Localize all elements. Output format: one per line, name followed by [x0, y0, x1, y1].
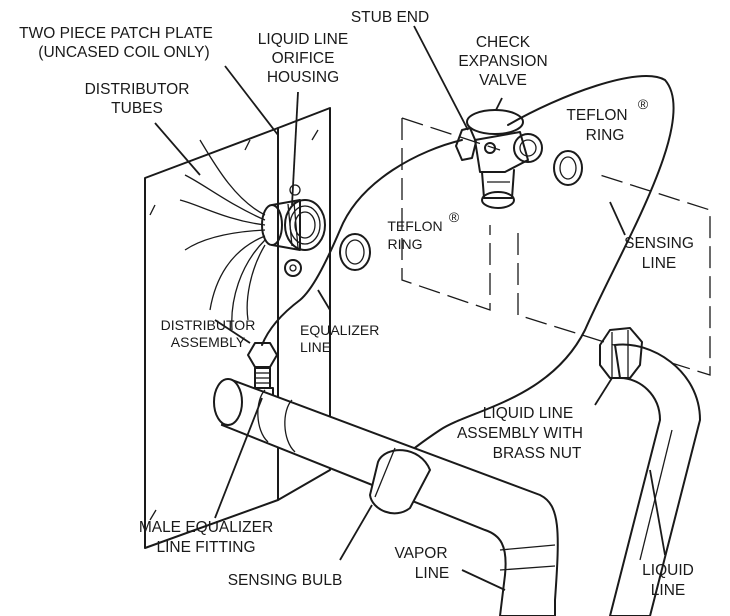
svg-text:SENSING BULB: SENSING BULB: [228, 572, 343, 589]
label-sensing-bulb: SENSING BULB: [228, 572, 343, 589]
svg-text:LIQUID LINE: LIQUID LINE: [258, 31, 348, 48]
svg-text:(UNCASED COIL ONLY): (UNCASED COIL ONLY): [38, 44, 209, 61]
label-orifice-housing: LIQUID LINE ORIFICE HOUSING: [258, 31, 348, 86]
svg-text:LINE: LINE: [415, 565, 449, 582]
svg-text:ASSEMBLY: ASSEMBLY: [171, 334, 246, 350]
svg-text:CHECK: CHECK: [476, 34, 531, 51]
label-stub-end: STUB END: [351, 9, 429, 26]
svg-text:TUBES: TUBES: [111, 100, 163, 117]
svg-text:TEFLON: TEFLON: [387, 218, 442, 234]
equalizer-line: [261, 139, 463, 346]
label-distributor-assembly: DISTRIBUTOR ASSEMBLY: [161, 317, 256, 350]
svg-text:LIQUID: LIQUID: [642, 562, 694, 579]
svg-text:TWO PIECE PATCH PLATE: TWO PIECE PATCH PLATE: [19, 25, 213, 42]
svg-text:RING: RING: [388, 236, 423, 252]
label-distributor-tubes: DISTRIBUTOR TUBES: [85, 81, 190, 117]
leader-lines: [154, 25, 666, 591]
svg-text:VALVE: VALVE: [479, 72, 527, 89]
label-liquid-line-assembly: LIQUID LINE ASSEMBLY WITH BRASS NUT: [457, 405, 583, 462]
svg-text:DISTRIBUTOR: DISTRIBUTOR: [85, 81, 190, 98]
svg-text:LINE: LINE: [651, 582, 685, 599]
expansion-valve: [455, 109, 543, 209]
label-teflon-ring-left: TEFLON ® RING: [387, 209, 459, 252]
label-teflon-ring-right: TEFLON ® RING: [566, 96, 648, 144]
sensing-line: [377, 75, 675, 489]
alignment-dashes: [401, 117, 711, 376]
svg-text:VAPOR: VAPOR: [394, 545, 447, 562]
label-male-equalizer: MALE EQUALIZER LINE FITTING: [139, 519, 273, 556]
svg-text:ASSEMBLY WITH: ASSEMBLY WITH: [457, 425, 583, 442]
svg-text:EQUALIZER: EQUALIZER: [300, 322, 379, 338]
teflon-ring-right: [553, 150, 583, 186]
svg-text:LINE: LINE: [300, 339, 331, 355]
svg-text:LIQUID LINE: LIQUID LINE: [483, 405, 573, 422]
label-check-valve: CHECK EXPANSION VALVE: [458, 34, 547, 89]
label-patch-plate: TWO PIECE PATCH PLATE (UNCASED COIL ONLY…: [19, 25, 213, 61]
label-liquid-line: LIQUID LINE: [642, 562, 694, 599]
label-sensing-line: SENSING LINE: [624, 235, 694, 272]
teflon-ring-left: [339, 233, 371, 271]
svg-text:LINE FITTING: LINE FITTING: [156, 539, 255, 556]
label-vapor-line: VAPOR LINE: [394, 545, 449, 582]
label-equalizer-line: EQUALIZER LINE: [300, 322, 379, 355]
svg-text:EXPANSION: EXPANSION: [458, 53, 547, 70]
orifice-housing: [261, 199, 326, 277]
svg-text:LINE: LINE: [642, 255, 676, 272]
svg-text:MALE EQUALIZER: MALE EQUALIZER: [139, 519, 273, 536]
svg-text:HOUSING: HOUSING: [267, 69, 339, 86]
svg-text:®: ®: [638, 96, 649, 112]
svg-text:BRASS NUT: BRASS NUT: [493, 445, 582, 462]
svg-text:ORIFICE: ORIFICE: [272, 50, 335, 67]
svg-text:TEFLON: TEFLON: [566, 107, 627, 124]
svg-text:SENSING: SENSING: [624, 235, 694, 252]
svg-text:STUB END: STUB END: [351, 9, 429, 26]
sensing-bulb: [368, 447, 432, 515]
vapor-line: [213, 378, 559, 616]
svg-text:DISTRIBUTOR: DISTRIBUTOR: [161, 317, 256, 333]
svg-text:®: ®: [449, 209, 460, 225]
distributor-tubes: [179, 139, 266, 331]
svg-text:RING: RING: [586, 127, 625, 144]
liquid-line-assembly: [599, 327, 702, 616]
